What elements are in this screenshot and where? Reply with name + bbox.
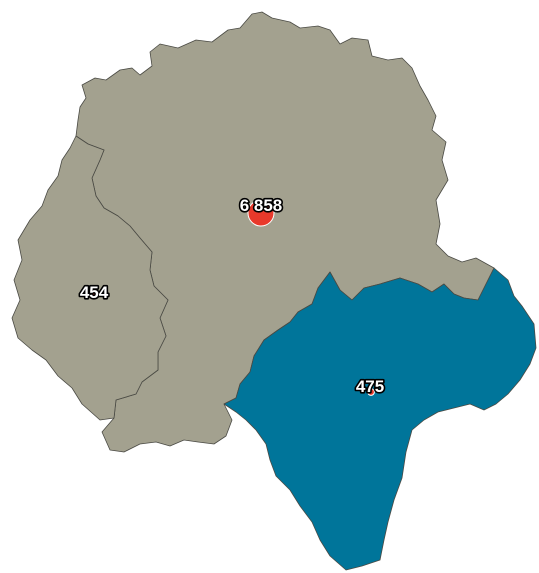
region-label-center: 6 858 [240,196,283,215]
bubble-center [247,199,275,227]
bubble-west [90,289,98,297]
region-southeast[interactable] [223,267,537,571]
bubble-southeast [367,388,375,396]
region-label-west: 454 [80,283,109,302]
region-label-southeast: 475 [356,377,384,396]
region-west[interactable] [11,135,169,421]
